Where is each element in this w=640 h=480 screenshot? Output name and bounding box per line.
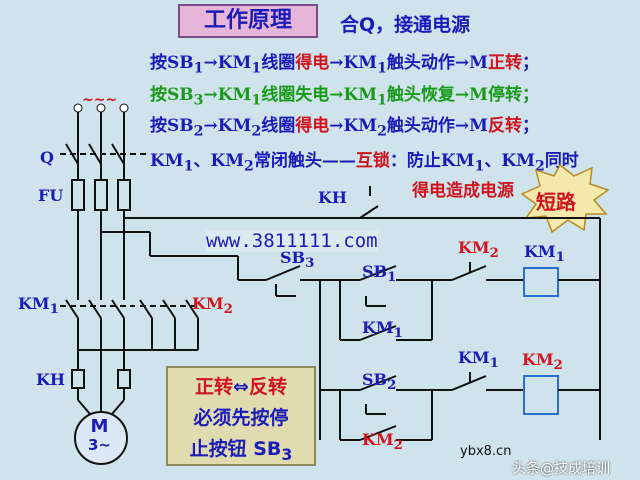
watermark-url: www.3811111.com (206, 230, 378, 252)
label-kh-control: KH (318, 188, 348, 207)
label-km2-coil: KM2 (522, 350, 563, 374)
note-line-2: 必须先按停 (193, 407, 289, 429)
label-km1-main: KM1 (18, 294, 59, 318)
label-sb1: SB1 (362, 262, 397, 286)
label-km1-nc: KM1 (458, 348, 499, 372)
footer-site: ybx8.cn (460, 444, 512, 459)
interlock-line: KM1、KM2常闭触头——互锁：防止KM1、KM2同时 (150, 151, 579, 175)
note-line-3: 止按钮 SB3 (189, 438, 293, 464)
supply-tilde: ~~~ (82, 92, 118, 108)
label-sb3: SB3 (280, 248, 315, 272)
label-km2-nc: KM2 (458, 238, 499, 262)
interlock-line-2: 得电造成电源 (412, 181, 514, 201)
rule-line-3: 按SB2→KM2线圈得电→KM2触头动作→M反转； (150, 116, 539, 140)
label-fu: FU (38, 186, 64, 205)
label-km1-coil: KM1 (524, 242, 565, 266)
label-km2-seal: KM2 (362, 430, 403, 454)
header-note: 合Q，接通电源 (340, 14, 471, 36)
label-km2-main: KM2 (192, 294, 233, 318)
note-line-1: 正转⇔反转 (195, 376, 287, 398)
motor-circle (74, 411, 128, 465)
label-kh-main: KH (36, 370, 66, 389)
label-km1-seal: KM1 (362, 318, 403, 342)
short-circuit-burst (520, 163, 610, 234)
short-circuit-text: 短路 (536, 190, 576, 214)
label-sb2: SB2 (362, 370, 397, 394)
title-box: 工作原理 (178, 4, 318, 38)
rule-line-1: 按SB1→KM1线圈得电→KM1触头动作→M正转； (150, 53, 539, 77)
note-box: 正转⇔反转 必须先按停 止按钮 SB3 (166, 366, 316, 466)
label-q: Q (40, 148, 54, 167)
rule-line-2: 按SB3→KM1线圈失电→KM1触头恢复→M停转； (150, 85, 539, 109)
footer-brand: 头条@技成培训 (512, 461, 610, 477)
